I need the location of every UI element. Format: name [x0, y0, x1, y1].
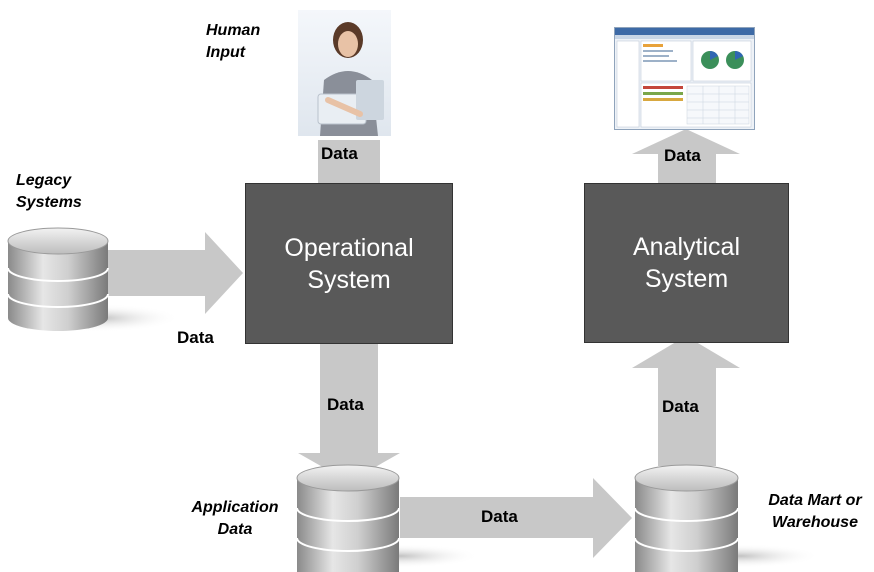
- flow-label-operational-to-appdata: Data: [327, 395, 364, 414]
- human-input-label: Human Input: [206, 22, 261, 61]
- flow-label-legacy-to-operational: Data: [177, 328, 214, 347]
- analytical-system-box: Analytical System: [584, 183, 789, 343]
- legacy-database-icon: [7, 227, 180, 332]
- arrow-appdata-to-warehouse: [400, 478, 632, 558]
- analytical-system-label: Analytical System: [633, 233, 740, 293]
- dashboard-screenshot-icon: [615, 28, 754, 128]
- legacy-systems-label: Legacy Systems: [16, 172, 82, 211]
- application-data-label: Application Data: [191, 499, 279, 538]
- analytics-screen-image: [614, 27, 755, 130]
- person-at-computer-photo: [298, 10, 391, 136]
- flow-label-appdata-to-warehouse: Data: [481, 507, 518, 526]
- operational-system-box: Operational System: [245, 183, 453, 344]
- application-database-icon: [296, 464, 480, 572]
- flow-label-warehouse-to-analytical: Data: [662, 397, 699, 416]
- arrow-analytical-to-screen: [632, 129, 740, 183]
- person-illustration-icon: [317, 22, 384, 136]
- data-mart-warehouse-label: Data Mart or Warehouse: [768, 492, 862, 531]
- warehouse-database-icon: [634, 464, 820, 572]
- operational-system-label: Operational System: [284, 233, 414, 294]
- flow-label-human-to-operational: Data: [321, 144, 358, 163]
- arrow-legacy-to-operational: [105, 232, 243, 314]
- arrow-warehouse-to-analytical: [632, 336, 740, 466]
- arrow-operational-to-appdata: [298, 343, 400, 482]
- flow-label-analytical-to-screen: Data: [664, 146, 701, 165]
